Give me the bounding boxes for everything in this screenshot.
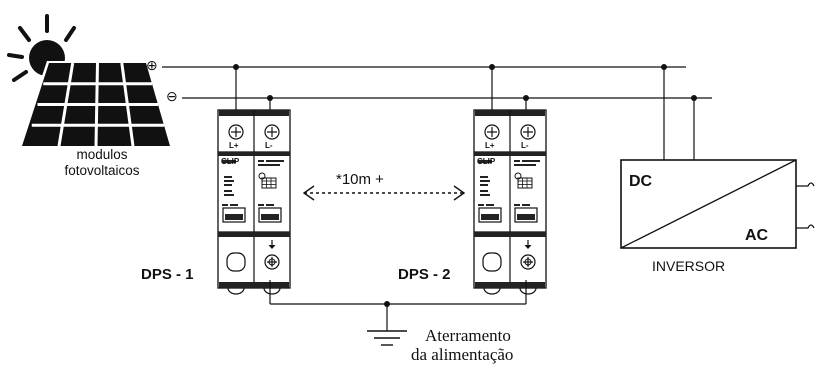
ground-icon [367,330,407,346]
solar-label-line1: modulos [76,147,128,162]
inverter-dc-label: DC [629,173,653,190]
inverter-label: INVERSOR [652,258,726,274]
dps-2-brand: CLIP [477,157,496,166]
distance-label: *10m + [336,171,384,188]
junction-dots [233,64,697,307]
ground-label-line2: da alimentação [411,345,514,364]
inverter-ac-label: AC [745,227,769,244]
solar-panel-icon [7,14,174,148]
ground-label-line1: Aterramento [425,326,511,345]
dps-2-label: DPS - 2 [398,266,451,283]
distance-arrow [302,185,466,201]
inverter-block [620,159,815,249]
dps-1-label: DPS - 1 [141,266,194,283]
dps-1-term-neg: L- [265,141,273,150]
dps-2-term-neg: L- [521,141,529,150]
dps-1-module [217,109,291,295]
negative-terminal-symbol: ⊖ [166,88,178,104]
ground-wiring [269,280,527,331]
dps-1-term-pos: L+ [229,141,239,150]
dps-1-brand: CLIP [221,157,240,166]
positive-terminal-symbol: ⊕ [146,57,158,73]
dps-2-term-pos: L+ [485,141,495,150]
solar-label-line2: fotovoltaicos [64,163,140,178]
dps-2-module [473,109,547,295]
